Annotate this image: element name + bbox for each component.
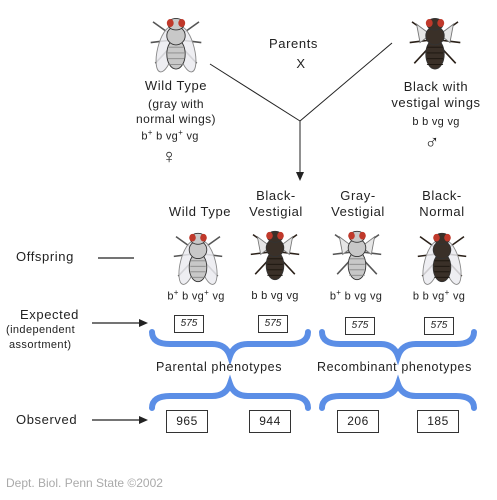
female-fly-icon [150,17,202,73]
male-fly-icon [409,17,461,70]
female-symbol-icon: ♀ [161,146,177,168]
male-parent-name-2: vestigal wings [391,95,481,110]
parental-observed-bracket [149,374,311,411]
credit-text: Dept. Biol. Penn State ©2002 [6,476,163,490]
parental-expected-bracket [149,329,311,366]
offspring-genotype-1: b+ b vg+ vg [167,288,225,303]
offspring-genotype-3: b+ b vg vg [329,288,383,303]
parental-phenotypes-label: Parental phenotypes [156,360,283,374]
offspring-name-3a: Gray- [340,188,376,203]
offspring-fly-icon-1 [173,232,223,285]
offspring-label: Offspring [16,249,74,264]
recombinant-expected-bracket [319,329,477,366]
recombinant-observed-bracket [319,374,477,411]
expected-count-2: 575 [258,315,288,333]
female-parent-genotype: b+ b vg+ vg [141,128,199,143]
offspring-name-2a: Black- [256,188,296,203]
offspring-name-1: Wild Type [168,204,232,219]
offspring-name-3b: Vestigial [331,204,385,219]
male-cross-line [299,42,393,122]
expected-count-1: 575 [174,315,204,333]
parents-title: Parents [269,36,319,51]
female-cross-line [209,63,301,122]
expected-count-3: 575 [345,317,375,335]
observed-arrowhead [139,416,148,424]
offspring-genotype-2: b b vg vg [251,290,299,302]
male-parent-name-1: Black with [403,79,469,94]
female-parent-desc-1: (gray with [147,97,205,111]
fly-illustrations [150,17,467,285]
male-symbol-icon: ♂ [424,132,440,154]
expected-arrowhead [139,319,148,327]
observed-count-1: 965 [166,410,208,433]
expected-label: Expected [20,307,80,322]
cross-symbol: X [296,56,306,71]
offspring-name-2b: Vestigial [249,204,303,219]
expected-sub-2: assortment) [9,339,72,351]
recombinant-phenotypes-label: Recombinant phenotypes [317,360,472,374]
observed-label: Observed [16,412,78,427]
expected-sub-1: (independent [6,324,76,336]
expected-count-4: 575 [424,317,454,335]
female-parent-desc-2: normal wings) [136,112,216,126]
offspring-fly-icon-3 [332,230,382,281]
offspring-name-4a: Black- [422,188,462,203]
offspring-name-4b: Normal [419,204,465,219]
offspring-fly-icon-2 [250,230,300,281]
offspring-fly-icon-4 [417,232,467,285]
offspring-arrowhead [296,172,304,181]
male-parent-genotype: b b vg vg [412,116,460,128]
observed-count-2: 944 [249,410,291,433]
female-parent-name: Wild Type [144,78,208,93]
observed-count-4: 185 [417,410,459,433]
offspring-genotype-4: b b vg+ vg [412,288,466,303]
observed-count-3: 206 [337,410,379,433]
